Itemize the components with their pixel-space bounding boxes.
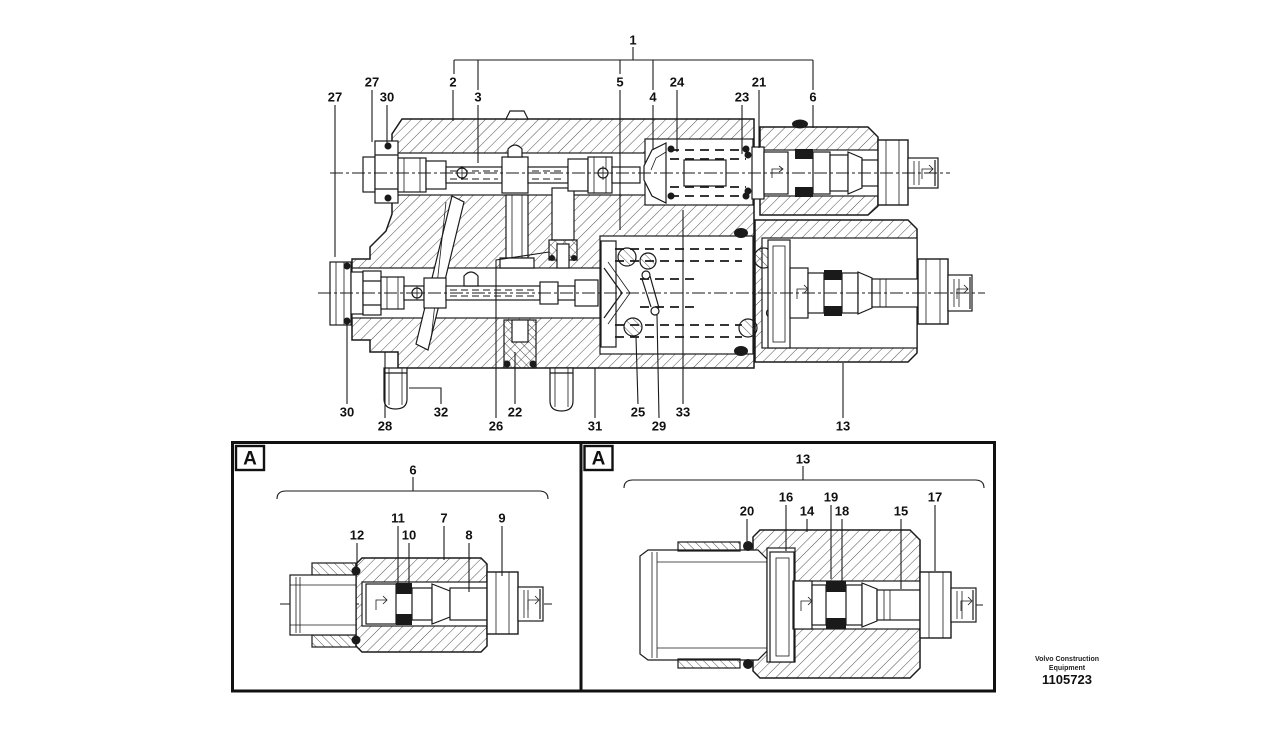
detail-right-border [579, 441, 996, 693]
callout-label: 26 [489, 419, 503, 434]
callout-leader [656, 314, 660, 419]
callout-label: 6 [409, 463, 416, 478]
detail-right-marker-box [583, 444, 614, 472]
group-brace [623, 479, 985, 489]
detail-view-left: A [231, 441, 583, 693]
callout-label: 5 [616, 75, 623, 90]
brand-line1: Volvo Construction [1035, 656, 1099, 663]
callout-label: 30 [380, 90, 394, 105]
callout-label: 23 [735, 90, 749, 105]
callout-label: 3 [474, 90, 481, 105]
callout-leader [635, 336, 639, 405]
callout-label: 30 [340, 405, 354, 420]
callout-label: 10 [402, 528, 416, 543]
callout-label: 31 [588, 419, 602, 434]
callout-label: 28 [378, 419, 392, 434]
group-brace [276, 490, 549, 500]
top-port-boss [505, 110, 529, 120]
mounting-stud [549, 367, 574, 412]
vertical-rod [499, 194, 535, 269]
upper-cartridge-internals [744, 139, 939, 206]
detail-left-part [280, 557, 552, 653]
plug-22 [503, 319, 537, 369]
upper-spool-assembly [362, 140, 641, 204]
callout-label: 11 [391, 511, 405, 526]
callout-label: 12 [350, 528, 364, 543]
callout-label: 20 [740, 504, 754, 519]
callout-label: 1 [629, 33, 636, 48]
callout-label: 17 [928, 490, 942, 505]
callout-label: 32 [434, 405, 448, 420]
callout-label: 29 [652, 419, 666, 434]
detail-right-part [639, 529, 985, 679]
mounting-stud [383, 367, 408, 410]
doc-number: 1105723 [1042, 672, 1092, 687]
callout-label: 27 [328, 90, 342, 105]
lower-cartridge-internals [767, 239, 973, 349]
callout-leader [409, 387, 442, 404]
callout-label: 16 [779, 490, 793, 505]
callout-label: 21 [752, 75, 766, 90]
callout-label: 22 [508, 405, 522, 420]
brand-line2: Equipment [1049, 665, 1086, 672]
callout-label: 13 [796, 452, 810, 467]
detail-view-right: A [579, 441, 996, 693]
callout-label: 6 [809, 90, 816, 105]
detail-left-callouts: 6 12 11 10 7 8 9 [276, 463, 549, 592]
callout-label: 14 [800, 504, 815, 519]
callout-label: 24 [670, 75, 685, 90]
callout-label: 33 [676, 405, 690, 420]
callout-label: 13 [836, 419, 850, 434]
callout-label: 27 [365, 75, 379, 90]
callout-label: 15 [894, 504, 908, 519]
callout-label: 2 [449, 75, 456, 90]
callout-label: 9 [498, 511, 505, 526]
callout-label: 25 [631, 405, 645, 420]
callout-label: 18 [835, 504, 849, 519]
detail-right-marker: A [592, 449, 606, 470]
main-section-view [318, 110, 985, 412]
title-block: Volvo Construction Equipment 1105723 [1035, 656, 1099, 687]
gland-26 [548, 187, 578, 269]
detail-left-marker-box [234, 444, 266, 472]
callout-label: 7 [440, 511, 447, 526]
detail-left-marker: A [243, 449, 257, 470]
callout-label: 4 [649, 90, 657, 105]
callout-label: 19 [824, 490, 838, 505]
callout-label: 8 [465, 528, 472, 543]
callout-leader [495, 251, 550, 418]
lower-poppet-section [600, 228, 779, 356]
